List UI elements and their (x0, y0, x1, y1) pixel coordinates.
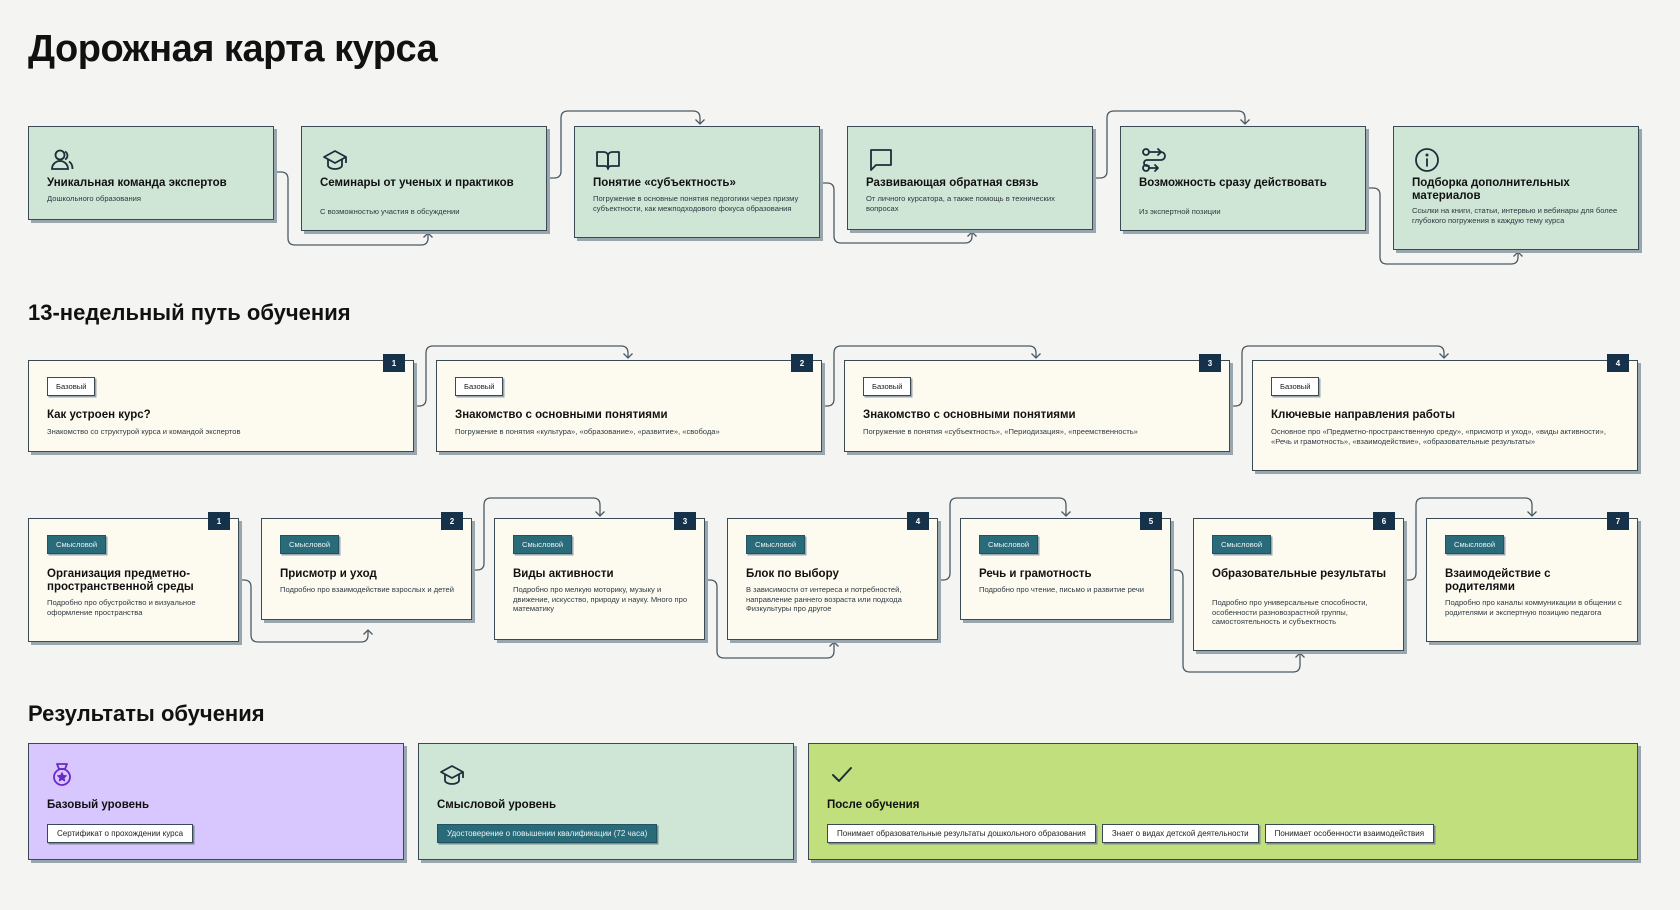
module-card: Базовый 4 Ключевые направления работы Ос… (1252, 354, 1638, 471)
feature-card: Понятие «субъектность» Погружение в осно… (574, 126, 820, 238)
result-card: После обучения Понимает образовательные … (808, 743, 1638, 860)
graduation-cap-icon (439, 762, 465, 788)
module-tag: Смысловой (513, 535, 573, 554)
feature-desc: Погружение в основные понятия педогогики… (593, 194, 799, 213)
section-title-path: 13-недельный путь обучения (28, 300, 351, 325)
module-tag: Базовый (455, 377, 504, 396)
module-card: Смысловой 7 Взаимодействие с родителями … (1426, 512, 1638, 642)
module-card: Смысловой 1 Организация предметно-простр… (28, 512, 239, 642)
module-desc: Погружение в понятия «субъектность», «Пе… (863, 427, 1138, 436)
page-title: Дорожная карта курса (28, 28, 438, 70)
book-icon (595, 147, 621, 173)
module-desc: Подробно про обустройство и визуальное о… (47, 598, 196, 617)
feature-desc: Дошкольного образования (47, 194, 142, 203)
module-title: Знакомство с основными понятиями (455, 409, 668, 421)
check-icon (829, 762, 855, 788)
module-desc: В зависимости от интереса и потребностей… (746, 585, 902, 614)
module-card: Смысловой 3 Виды активности Подробно про… (494, 512, 705, 640)
module-desc: Подробно про взаимодействие взрослых и д… (280, 585, 454, 594)
module-number: 1 (383, 354, 405, 372)
graduation-cap-icon (322, 147, 348, 173)
module-desc: Подробно про каналы коммуникации в общен… (1445, 598, 1622, 617)
module-title: Блок по выбору (746, 568, 839, 580)
feature-desc: Из экспертной позиции (1139, 207, 1221, 216)
module-tag: Смысловой (280, 535, 340, 554)
module-card: Смысловой 6 Образовательные результаты П… (1193, 512, 1404, 651)
feature-card: Возможность сразу действовать Из эксперт… (1120, 126, 1366, 231)
module-title: Ключевые направления работы (1271, 409, 1456, 421)
module-tag: Смысловой (979, 535, 1039, 554)
feature-title: Понятие «субъектность» (593, 177, 736, 189)
module-card: Смысловой 5 Речь и грамотность Подробно … (960, 512, 1171, 620)
feature-title: Подборка дополнительных материалов (1412, 177, 1570, 202)
result-title: После обучения (827, 799, 920, 811)
result-chips: Удостоверение о повышении квалификации (… (437, 824, 658, 843)
chat-icon (868, 147, 894, 173)
feature-card: Семинары от ученых и практиков С возможн… (301, 126, 547, 231)
medal-icon (49, 762, 75, 788)
feature-card: Уникальная команда экспертов Дошкольного… (28, 126, 274, 220)
module-title: Образовательные результаты (1212, 568, 1387, 580)
module-tag: Смысловой (1445, 535, 1505, 554)
module-title: Как устроен курс? (47, 409, 151, 421)
module-tag: Смысловой (1212, 535, 1272, 554)
module-number: 2 (791, 354, 813, 372)
module-card: Смысловой 2 Присмотр и уход Подробно про… (261, 512, 472, 620)
module-number: 7 (1607, 512, 1629, 530)
result-title: Базовый уровень (47, 799, 150, 811)
feature-desc: От личного курсатора, а также помощь в т… (866, 194, 1055, 213)
module-number: 4 (1607, 354, 1629, 372)
module-tag: Базовый (1271, 377, 1320, 396)
feature-title: Развивающая обратная связь (866, 177, 1039, 189)
module-number: 4 (907, 512, 929, 530)
feature-title: Уникальная команда экспертов (47, 177, 227, 189)
result-card: Смысловой уровень Удостоверение о повыше… (418, 743, 794, 860)
module-tag: Базовый (47, 377, 96, 396)
module-number: 6 (1373, 512, 1395, 530)
feature-title: Семинары от ученых и практиков (320, 177, 514, 189)
module-number: 5 (1140, 512, 1162, 530)
module-desc: Подробно про универсальные способности, … (1212, 598, 1368, 627)
module-desc: Подробно про мелкую моторику, музыку и д… (513, 585, 688, 614)
module-title: Взаимодействие с родителями (1445, 568, 1551, 593)
feature-desc: С возможностью участия в обсуждении (320, 207, 460, 216)
module-desc: Основное про «Предметно-пространственную… (1271, 427, 1606, 446)
module-card: Смысловой 4 Блок по выбору В зависимости… (727, 512, 938, 640)
result-card: Базовый уровень Сертификат о прохождении… (28, 743, 404, 860)
people-icon (49, 147, 75, 173)
feature-title: Возможность сразу действовать (1139, 177, 1327, 189)
info-icon (1414, 147, 1440, 173)
result-chips: Сертификат о прохождении курса (47, 824, 194, 843)
result-chips: Понимает образовательные результаты дошк… (827, 824, 1435, 843)
module-number: 2 (441, 512, 463, 530)
module-number: 3 (674, 512, 696, 530)
module-tag: Смысловой (47, 535, 107, 554)
module-title: Организация предметно-пространственной с… (47, 568, 194, 593)
result-chip: Знает о видах детской деятельности (1101, 824, 1259, 843)
module-card: Базовый 2 Знакомство с основными понятия… (436, 354, 822, 452)
feature-card: Подборка дополнительных материалов Ссылк… (1393, 126, 1639, 250)
module-title: Присмотр и уход (280, 568, 377, 580)
result-chip: Понимает особенности взаимодействия (1264, 824, 1435, 843)
module-desc: Погружение в понятия «культура», «образо… (455, 427, 720, 436)
module-number: 1 (208, 512, 230, 530)
section-title-results: Результаты обучения (28, 701, 265, 726)
result-chip: Удостоверение о повышении квалификации (… (437, 824, 658, 843)
module-tag: Базовый (863, 377, 912, 396)
result-chip: Сертификат о прохождении курса (47, 824, 194, 843)
feature-card: Развивающая обратная связь От личного ку… (847, 126, 1093, 230)
module-desc: Знакомство со структурой курса и командо… (47, 427, 241, 436)
module-desc: Подробно про чтение, письмо и развитие р… (979, 585, 1144, 594)
feature-desc: Ссылки на книги, статьи, интервью и веби… (1412, 206, 1618, 225)
module-number: 3 (1199, 354, 1221, 372)
module-title: Знакомство с основными понятиями (863, 409, 1076, 421)
module-tag: Смысловой (746, 535, 806, 554)
route-icon (1141, 147, 1167, 173)
result-chip: Понимает образовательные результаты дошк… (827, 824, 1096, 843)
module-card: Базовый 3 Знакомство с основными понятия… (844, 354, 1230, 452)
module-title: Речь и грамотность (979, 568, 1092, 580)
result-title: Смысловой уровень (437, 799, 557, 811)
module-title: Виды активности (513, 568, 614, 580)
module-card: Базовый 1 Как устроен курс? Знакомство с… (28, 354, 414, 452)
